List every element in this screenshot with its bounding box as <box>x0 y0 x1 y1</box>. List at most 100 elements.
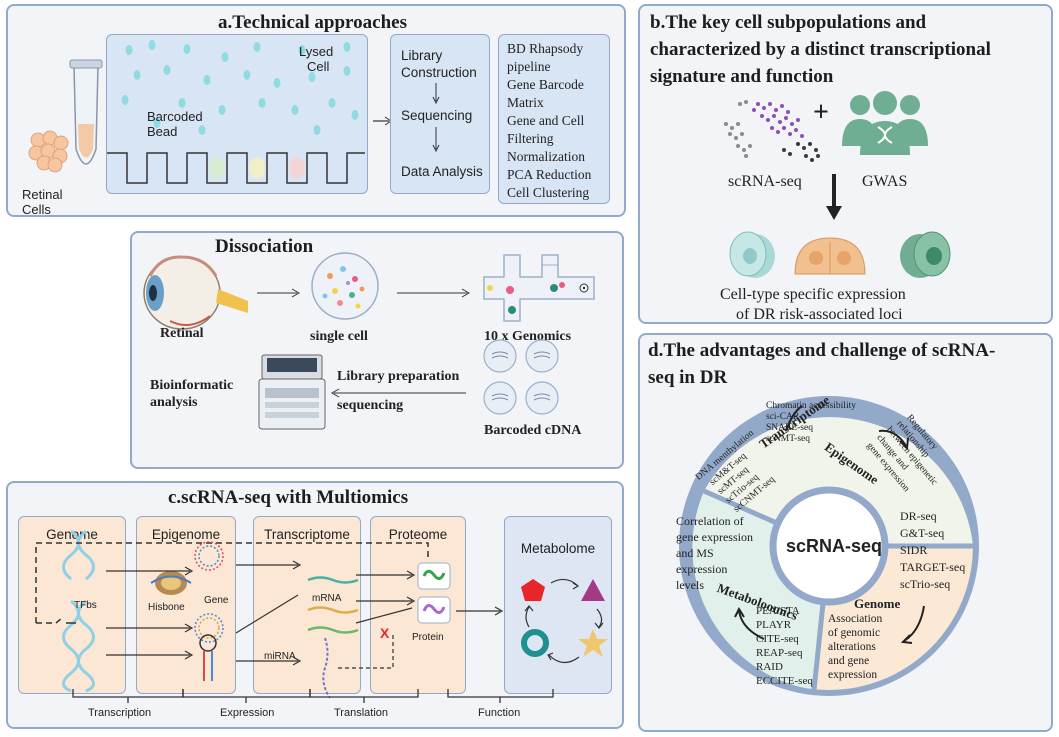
column-transcriptome: Transcriptome <box>253 516 361 694</box>
column-metabolome-title: Metabolome <box>520 541 596 556</box>
mirna-label: miRNA <box>264 651 296 662</box>
workflow-data-analysis: Data Analysis <box>401 164 483 179</box>
tfbs-label: TFbs <box>74 600 97 611</box>
chromatin-loop-icons <box>194 541 224 643</box>
panel-c-arrows <box>106 560 504 669</box>
mrna-strands <box>307 576 359 634</box>
protein-method-4: REAP-seq <box>756 647 803 659</box>
genome-assoc-2: of genomic <box>828 627 881 639</box>
protein-method-2: PLAYR <box>756 619 792 631</box>
genomics-label: 10 x Genomics <box>484 329 572 344</box>
dashed-regulation-lines <box>35 542 429 624</box>
correlation-line-1: Correlation of <box>676 514 744 528</box>
stage-transcription: Transcription <box>88 707 152 719</box>
genome-method-5: scTrio-seq <box>900 577 951 591</box>
genome-method-4: TARGET-seq <box>900 560 966 574</box>
column-epigenome-title: Epigenome <box>151 527 221 542</box>
panel-c-multiomics: c.scRNA-seq with Multiomics Genome Epige… <box>6 481 624 729</box>
panel-b-title-2: characterized by a distinct transcriptio… <box>650 39 991 60</box>
microwell-array <box>107 152 365 184</box>
barcoded-cdna-label: Barcoded cDNA <box>484 423 582 438</box>
arrow-down-1 <box>432 83 440 105</box>
pipeline-line-7: Normalization <box>507 149 585 164</box>
panel-b-cell-subpopulations: b.The key cell subpopulations and charac… <box>638 4 1053 324</box>
mrna-label: mRNA <box>312 593 342 604</box>
protein-method-6: ECCITE-seq <box>756 675 813 687</box>
arrow-down-2 <box>432 127 440 153</box>
pipeline-line-4: Matrix <box>507 95 544 110</box>
barcoded-cdna-icon <box>483 339 559 415</box>
panel-b-title-3: signature and function <box>650 66 834 87</box>
tube-icon <box>69 59 103 165</box>
column-genome: Genome <box>18 516 126 694</box>
stage-brackets <box>72 689 554 703</box>
lysed-cell-label-2: Cell <box>307 59 330 74</box>
microfluidic-chip-icon <box>483 254 595 322</box>
pipeline-line-8: PCA Reduction <box>507 167 592 182</box>
dna-helix-icons <box>62 529 95 693</box>
down-arrow-b <box>826 174 842 220</box>
bioinformatic-label-2: analysis <box>150 395 198 410</box>
pipeline-line-6: Filtering <box>507 131 554 146</box>
stage-expression: Expression <box>220 707 275 719</box>
hairpin-icon <box>199 634 217 681</box>
panel-b-title-1: b.The key cell subpopulations and <box>650 12 927 33</box>
correlation-line-5: levels <box>676 578 704 592</box>
retinal-cells-label-1: Retinal <box>22 187 63 202</box>
ring-genome-label: Genome <box>854 596 901 611</box>
chromatin-line-3: SNARE-seq <box>766 423 813 433</box>
gwas-people-icon <box>842 91 928 155</box>
retinal-cells-label-2: Cells <box>22 202 51 217</box>
panel-d-title-2: seq in DR <box>648 367 728 388</box>
gwas-label: GWAS <box>862 173 908 190</box>
protein-method-5: RAID <box>756 661 783 673</box>
genome-method-2: G&T-seq <box>900 526 945 540</box>
column-transcriptome-title: Transcriptome <box>264 527 350 542</box>
eye-icon <box>143 255 248 330</box>
genome-assoc-4: and gene <box>828 655 870 667</box>
sequencer-icon <box>258 354 326 430</box>
barcoded-bead-label-1: Barcoded <box>147 109 203 124</box>
mirna-strand <box>322 637 331 699</box>
correlation-line-3: and MS <box>676 546 714 560</box>
arrow-d1 <box>257 288 301 298</box>
histone-icon <box>150 571 192 595</box>
chromatin-line-4: scNMT-seq <box>766 434 810 444</box>
genome-assoc-5: expression <box>828 669 878 681</box>
stage-translation: Translation <box>334 707 389 719</box>
metabolome-cycle <box>521 578 608 664</box>
arrow-d3 <box>330 388 466 398</box>
workflow-box: Library Construction Sequencing Data Ana… <box>390 34 490 194</box>
panel-d-title-1: d.The advantages and challenge of scRNA- <box>648 340 996 361</box>
blocked-translation-x: X <box>380 625 390 641</box>
protein-icons <box>417 562 451 624</box>
barcoded-bead-label-2: Bead <box>147 124 178 139</box>
caption-b-2: of DR risk-associated loci <box>736 306 903 323</box>
gene-label: Gene <box>204 595 229 606</box>
cell-types-icon <box>729 231 951 278</box>
column-metabolome: Metabolome <box>504 516 612 694</box>
protein-label: Protein <box>412 632 444 643</box>
bioinformatic-label-1: Bioinformatic <box>150 378 234 393</box>
column-proteome-title: Proteome <box>388 527 448 542</box>
ring-center-label: scRNA-seq <box>786 536 883 556</box>
protein-method-1: PEA/STA <box>756 605 800 617</box>
chromatin-line-1: Chromatin accessibility <box>766 401 856 411</box>
retinal-label: Retinal <box>160 326 204 341</box>
genome-method-3: SIDR <box>900 543 928 557</box>
panel-a-title: a.Technical approaches <box>218 12 407 33</box>
retinal-cells-cluster-icon <box>28 130 69 173</box>
genome-assoc-1: Association <box>828 613 883 625</box>
protein-method-3: CITE-seq <box>756 633 799 645</box>
genome-assoc-3: alterations <box>828 641 876 653</box>
panel-d-advantages: d.The advantages and challenge of scRNA-… <box>638 333 1053 732</box>
stage-function: Function <box>478 707 521 719</box>
genome-method-1: DR-seq <box>900 509 937 523</box>
chromatin-line-2: sci-CAR <box>766 412 800 422</box>
library-prep-label: Library preparation <box>337 369 460 384</box>
pipeline-box: BD Rhapsody pipeline Gene Barcode Matrix… <box>498 34 610 204</box>
scrna-label: scRNA-seq <box>728 173 802 190</box>
lysed-cell-dots <box>121 40 359 135</box>
plus-sign: + <box>813 97 829 128</box>
dissociation-title: Dissociation <box>215 236 314 257</box>
